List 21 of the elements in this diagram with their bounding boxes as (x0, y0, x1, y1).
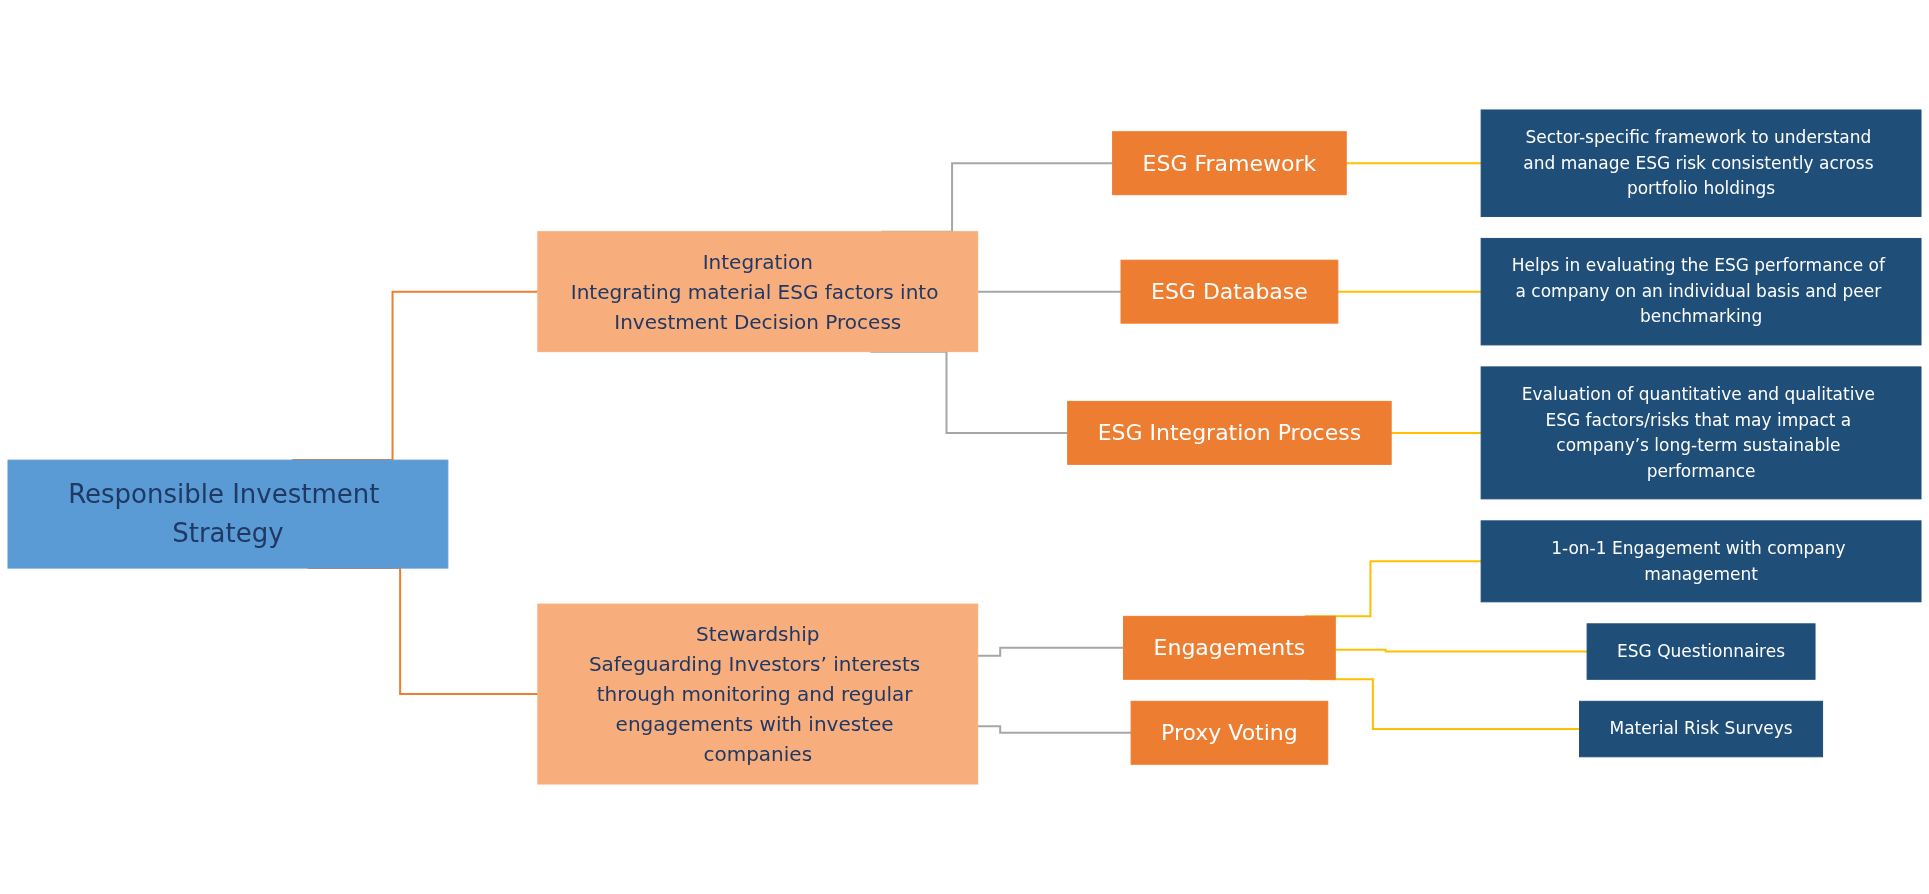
node-box: Integration Integrating material ESG factors into Investment Decision Process (537, 231, 979, 353)
connector (976, 290, 1122, 293)
connector (1345, 162, 1483, 165)
connector (976, 646, 1125, 657)
node-box: Material Risk Surveys (1579, 700, 1824, 758)
node-box: Sector-specific framework to understand and manage ESG risk consistently across portfolio holdings (1480, 109, 1922, 217)
node-box: ESG Questionnaires (1586, 623, 1816, 680)
node-box: Helps in evaluating the ESG performance of a company on an individual basis and peer benchmarking (1480, 237, 1922, 346)
node-box: ESG Integration Process (1067, 400, 1392, 465)
node-box: ESG Framework (1112, 131, 1347, 196)
node-box: Engagements (1123, 615, 1336, 680)
connector (1390, 431, 1483, 434)
node-box: Proxy Voting (1130, 700, 1329, 765)
connector (976, 725, 1133, 734)
node-box: Evaluation of quantitative and qualitative ESG factors/risks that may impact a company’s long-term sustainable performance (1480, 366, 1922, 500)
connector (1336, 290, 1483, 293)
node-box: Stewardship Safeguarding Investors’ interests through monitoring and regular engagements with investee companies (537, 603, 979, 785)
node-box: Responsible Investment Strategy (7, 459, 449, 569)
node-box: ESG Database (1120, 259, 1339, 324)
node-box: 1-on-1 Engagement with company management (1480, 520, 1922, 603)
connector (1334, 648, 1589, 653)
